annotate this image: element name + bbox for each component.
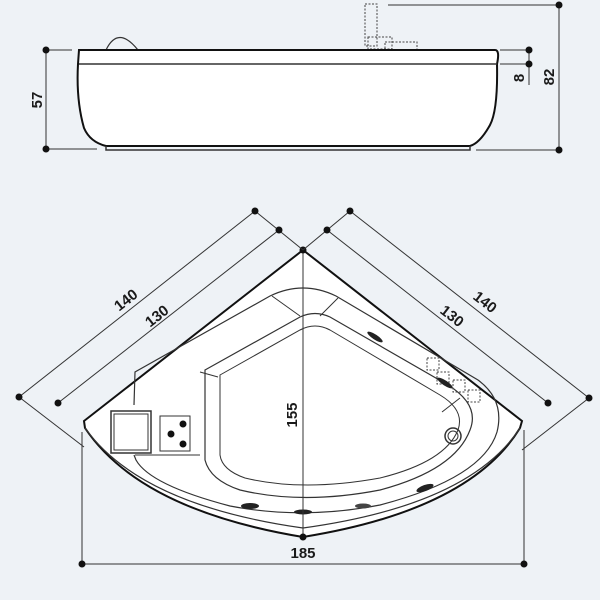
drain-icon: [444, 427, 462, 445]
side-view: 57 8 82: [29, 1, 563, 154]
dim-right-140: 140: [470, 288, 500, 317]
dim-depth-155: 155: [284, 402, 301, 427]
headrest-bump: [105, 36, 139, 51]
control-knobs-icon: [159, 415, 191, 452]
basin-inner: [204, 312, 473, 499]
dim-width-185: 185: [290, 545, 315, 562]
dim-total-82: 82: [541, 69, 558, 86]
top-view: 155 140 130 140 130 185: [15, 207, 593, 568]
dim-rim-8: 8: [511, 74, 528, 82]
faucet-icon: [360, 3, 420, 51]
side-body: [76, 49, 500, 147]
dim-height-57: 57: [29, 92, 46, 109]
headrest-pillow-icon: [110, 410, 152, 454]
basin-outer: [133, 287, 500, 514]
whirlpool-jets-icon: [241, 331, 453, 515]
dim-left-130: 130: [142, 302, 172, 331]
dim-right-130: 130: [437, 302, 467, 331]
dim-left-140: 140: [111, 286, 141, 315]
